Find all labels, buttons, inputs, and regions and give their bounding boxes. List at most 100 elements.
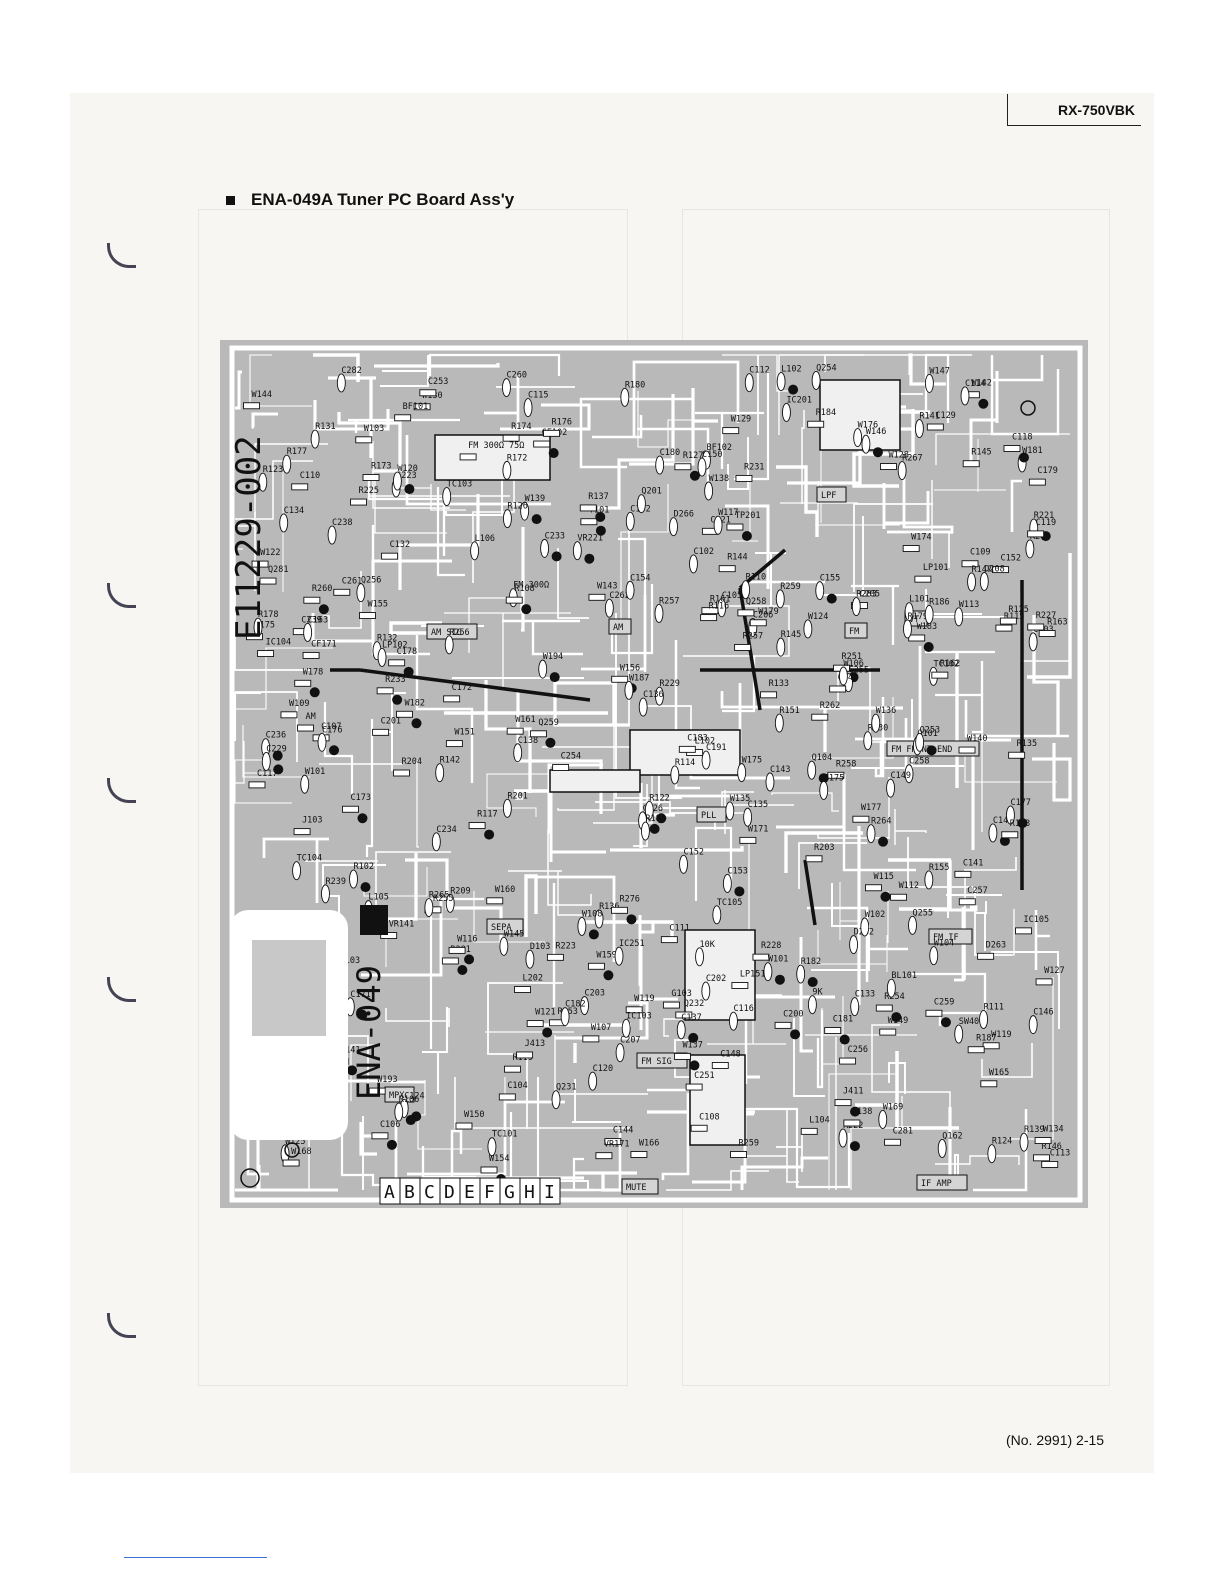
trace (721, 1107, 851, 1189)
component-label: C173 (350, 793, 370, 803)
component-label: W140 (967, 734, 987, 744)
solder-pad (360, 882, 371, 893)
component-label: Q101 (917, 729, 937, 739)
resistor-outline (834, 1099, 852, 1107)
component-label: W129 (731, 415, 751, 425)
trace (450, 1129, 463, 1190)
component-label: R138 (852, 1107, 872, 1117)
capacitor-outline (1028, 1015, 1038, 1035)
capacitor-outline (850, 997, 860, 1017)
resistor-outline (1003, 445, 1021, 452)
component-label: W113 (959, 600, 979, 610)
component-label: W165 (989, 1068, 1009, 1078)
component: C152 (992, 554, 1021, 574)
component: W102 (860, 910, 885, 937)
resistor-outline (865, 884, 882, 892)
capacitor-outline (669, 517, 678, 537)
component-label: C117 (257, 769, 277, 779)
trace (1010, 479, 1022, 532)
trace (397, 484, 466, 511)
block-label: FM (849, 627, 859, 637)
solder-pad (548, 448, 559, 459)
component: R143 (1001, 819, 1030, 839)
resistor-outline (443, 695, 461, 703)
component-label: C152 (1001, 554, 1021, 564)
capacitor-outline (744, 373, 754, 393)
capacitor-outline (765, 772, 775, 792)
trace (557, 681, 615, 811)
resistor-outline (291, 483, 309, 491)
solder-pad (790, 1029, 801, 1040)
solder-pad (872, 447, 883, 458)
capacitor-outline (499, 936, 509, 956)
capacitor-outline (625, 580, 635, 600)
trace (855, 646, 922, 741)
component: W166 (630, 1138, 659, 1158)
resistor-outline (625, 1006, 643, 1014)
capacitor-outline (445, 893, 455, 913)
resistor-outline (293, 828, 311, 836)
resistor-outline (587, 962, 605, 970)
capacitor-outline (580, 996, 590, 1016)
capacitor-outline (807, 995, 817, 1015)
solder-pad (545, 737, 556, 748)
component: R239 (321, 877, 346, 904)
solder-pad (411, 718, 422, 729)
component: R203 (805, 843, 835, 863)
component-label: C200 (783, 1009, 803, 1019)
resistor-outline (931, 671, 949, 679)
component-label: Q256 (361, 576, 381, 586)
component-label: C136 (643, 690, 663, 700)
solder-pad (923, 641, 934, 652)
trace (990, 355, 1060, 436)
component: C154 (625, 573, 651, 600)
component-label: C255 (848, 666, 868, 676)
component-label: L101 (909, 595, 929, 605)
resistor-outline (445, 740, 463, 748)
component: W187 (624, 673, 649, 700)
board-name: ENA-049 (350, 965, 388, 1100)
component: C118 (1003, 433, 1032, 463)
block-label: SEPA (491, 923, 511, 933)
resistor-outline (448, 946, 466, 954)
component: R117 (468, 810, 498, 840)
component: C144 (604, 1126, 633, 1146)
block-label-box (486, 918, 524, 935)
resistor-outline (999, 617, 1017, 625)
component-label: W115 (873, 872, 893, 882)
component-label: W181 (1022, 446, 1042, 456)
component: W119 (625, 994, 655, 1014)
component: W122 (251, 548, 281, 568)
component-label: R177 (287, 447, 307, 457)
resistor-outline (381, 552, 399, 560)
component: TP201 (726, 511, 761, 542)
resistor-outline (588, 593, 606, 601)
component: W155 (359, 600, 388, 620)
component: BL101 (886, 971, 917, 998)
component-label: G103 (671, 989, 691, 999)
component: R151 (774, 706, 800, 733)
trace (776, 1131, 803, 1172)
component: C281 (884, 1126, 913, 1146)
resistor-outline (884, 1138, 902, 1146)
component-label: L106 (475, 534, 495, 544)
component: W136 (871, 706, 896, 733)
component: C115 (523, 391, 549, 418)
solder-pad (521, 604, 532, 615)
resistor-outline (737, 609, 755, 617)
capacitor-outline (621, 1018, 631, 1038)
component: SW401 (954, 1017, 984, 1044)
component-label: R176 (552, 417, 572, 427)
resistor-outline (807, 420, 825, 428)
capacitor-outline (954, 1024, 964, 1044)
solder-pad (272, 750, 283, 761)
component-label: C109 (970, 548, 990, 558)
resistor-outline (962, 460, 980, 468)
component: R176 (543, 417, 572, 437)
capacitor-outline (258, 472, 268, 492)
component-label: C142 (993, 816, 1013, 826)
trace (771, 792, 839, 812)
component: AM (297, 712, 316, 732)
trace (934, 439, 1006, 492)
component-label: W134 (1043, 1125, 1063, 1135)
